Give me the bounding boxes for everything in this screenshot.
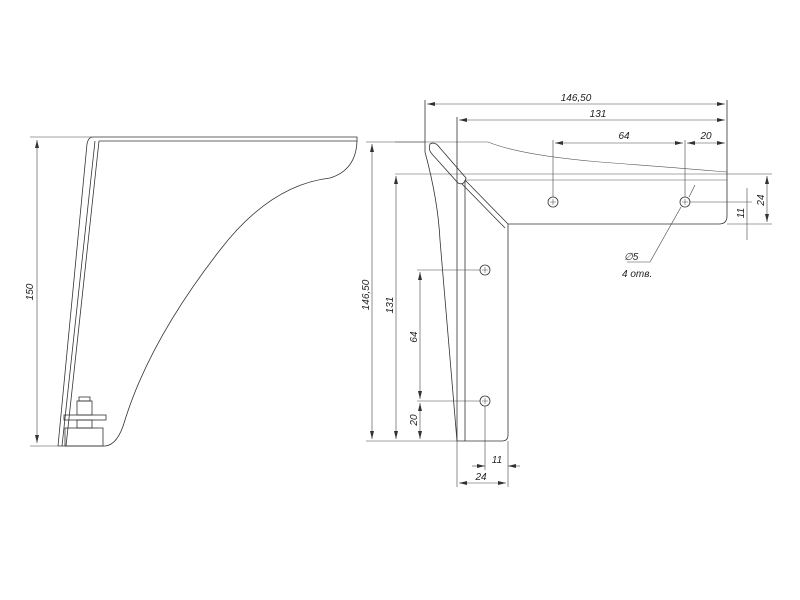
dim-146-50-h-label: 146,50 [561,93,592,104]
plate-outline [457,100,728,442]
bend-slot [428,142,467,185]
dim-24-v-label: 24 [756,194,767,207]
hole-count-label: 4 отв. [622,269,652,280]
bracket-curve [58,140,358,447]
dim-20-v-label: 20 [409,414,420,427]
dim-64-h-label: 64 [618,131,630,142]
side-view: 150 [25,136,358,447]
mounting-holes [479,196,691,407]
dim-131-v-label: 131 [385,297,396,314]
dim-11-h-label: 11 [492,455,502,466]
bracket-top-plate [92,136,358,142]
front-view: 146,50 131 64 20 24 11 ∅5 4 отв. 146,50 … [361,93,772,487]
dim-height-150: 150 [25,136,92,447]
hole-diameter-label: ∅5 [624,252,639,263]
dim-131-h-label: 131 [590,109,607,120]
dim-11-v-label: 11 [736,208,747,218]
adjustable-foot [63,396,107,447]
dim-64-v-label: 64 [409,331,420,343]
dim-20-h-label: 20 [699,131,712,142]
dim-150-label: 150 [25,283,36,300]
dim-24-h-label: 24 [474,472,487,483]
bracket-leg [57,136,100,447]
dim-146-50-v-label: 146,50 [361,279,372,310]
